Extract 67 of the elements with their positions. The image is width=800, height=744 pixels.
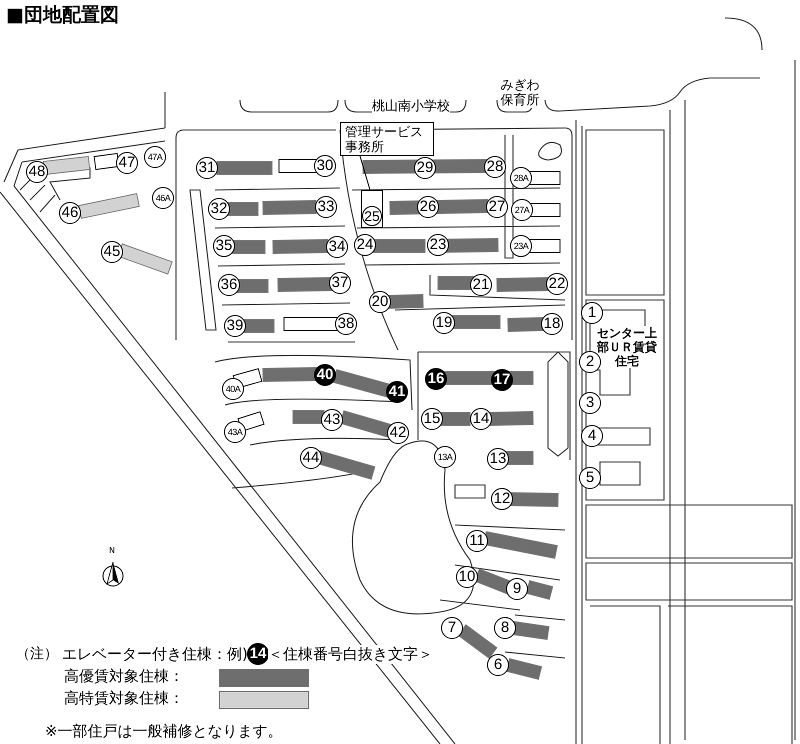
building-number: 4 [581, 425, 603, 447]
building-number: 30 [314, 155, 336, 177]
building-number: 12 [491, 488, 513, 510]
building-number: 17 [491, 369, 513, 391]
building-number: 31 [196, 157, 218, 179]
callout-text: 管理サービス事務所 [344, 124, 424, 157]
callout-box [340, 122, 434, 156]
building-number: 27A [511, 199, 533, 221]
building-number: 38 [335, 313, 357, 335]
building-number: 23A [510, 235, 532, 257]
building-number: 24 [354, 234, 376, 256]
place-label: みぎわ保育所 [499, 78, 541, 108]
building-number: 43 [321, 409, 343, 431]
building-number: 27 [486, 196, 508, 218]
building-number: 46 [59, 202, 81, 224]
building-number: 9 [506, 578, 528, 600]
building-number: 21 [470, 274, 492, 296]
building-number: 8 [494, 617, 516, 639]
building-number: 47A [144, 146, 166, 168]
building-number: 5 [579, 467, 601, 489]
building-number: 6 [487, 654, 509, 676]
note-label: エレベーター付き住棟：例) [62, 645, 248, 664]
building-number: 15 [421, 408, 443, 430]
building-number: 11 [466, 530, 488, 552]
building-number: 46A [152, 187, 174, 209]
building-number: 40 [314, 364, 336, 386]
building-number: 28 [484, 156, 506, 178]
building-number: 25 [362, 206, 382, 226]
legend-label: 高特賃対象住棟： [64, 689, 184, 708]
building-number: 3 [579, 392, 601, 414]
building-number: 28A [510, 167, 532, 189]
building-number: 22 [546, 273, 568, 295]
building-number: 35 [213, 235, 235, 257]
building-number: 7 [441, 617, 463, 639]
building-number: 10 [456, 566, 478, 588]
leader-line [360, 156, 370, 190]
legend-label: 高優賃対象住棟： [64, 667, 184, 686]
building-number: 16 [425, 368, 447, 390]
building-number: 47 [116, 152, 138, 174]
building-number: 18 [541, 313, 563, 335]
building-number: 14 [470, 408, 492, 430]
example-number: 14 [247, 643, 269, 665]
building-number: 13A [434, 446, 456, 468]
diagram-title: ■団地配置図 [6, 3, 119, 28]
building-number: 37 [329, 272, 351, 294]
building-number: 33 [315, 196, 337, 218]
building-number: 29 [414, 157, 436, 179]
building-number: 1 [581, 302, 603, 324]
building-number: 34 [326, 236, 348, 258]
building-number: 43A [224, 421, 246, 443]
north-label: N [109, 546, 115, 555]
building-number: 20 [369, 291, 391, 313]
building-number: 23 [427, 234, 449, 256]
building-number: 40A [222, 378, 244, 400]
building-number: 26 [417, 196, 439, 218]
building-number: 48 [26, 161, 48, 183]
building-number: 42 [387, 422, 409, 444]
building-number: 32 [208, 198, 230, 220]
building-number: 39 [224, 315, 246, 337]
building-number: 13 [487, 448, 509, 470]
building-number: 41 [386, 381, 408, 403]
building-number: 44 [300, 447, 322, 469]
building-number: 36 [218, 274, 240, 296]
building-number: 19 [433, 312, 455, 334]
building-number: 45 [101, 241, 123, 263]
place-label: 桃山南小学校 [372, 97, 450, 115]
building-outline [361, 190, 383, 228]
